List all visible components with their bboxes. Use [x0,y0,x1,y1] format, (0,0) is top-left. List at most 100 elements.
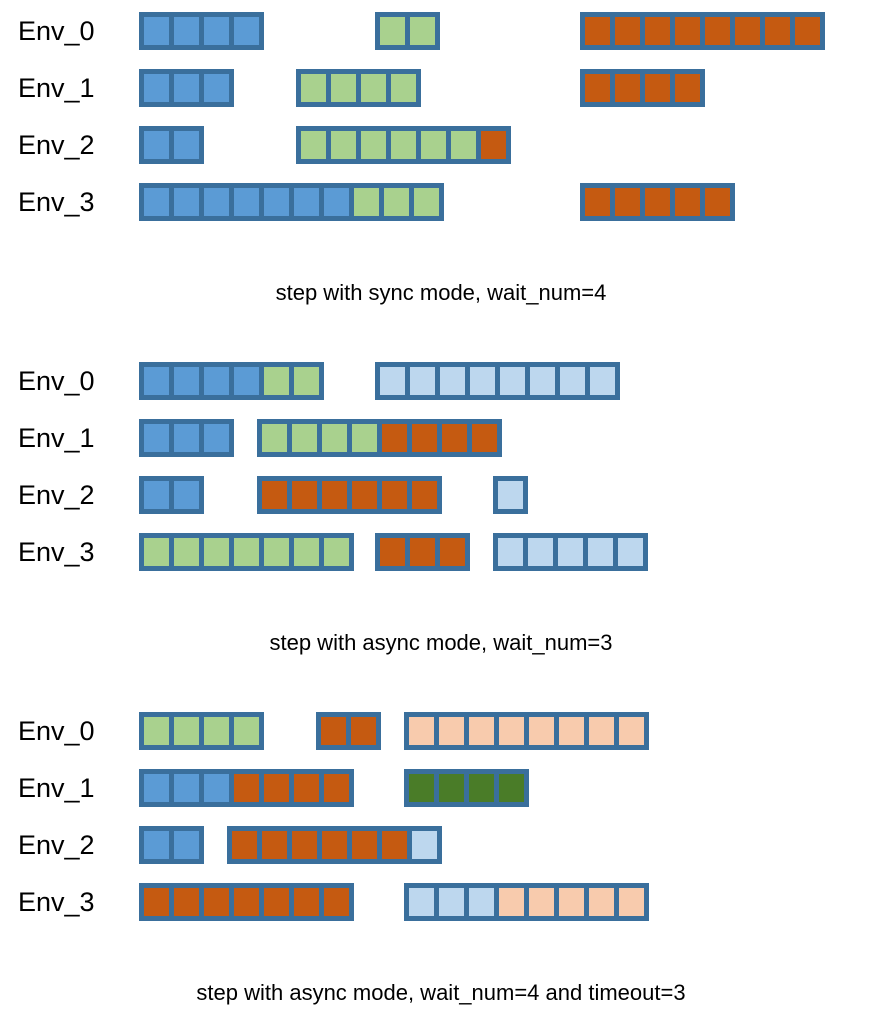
timeline-cell-peach [559,888,584,916]
timeline-cell-orange [440,538,465,566]
timeline-cell-green [262,424,287,452]
timeline-cell-orange [262,831,287,859]
timeline-cell-light-blue [440,367,465,395]
timeline-cell-green [301,74,326,102]
timeline-cell-orange [234,888,259,916]
timeline-cell-green [174,538,199,566]
timeline-block-group [296,126,511,164]
timeline-cell-blue [174,831,199,859]
timeline-cell-orange [380,538,405,566]
timeline-cell-light-blue [590,367,615,395]
timeline-cell-green [294,538,319,566]
timeline-cell-orange [442,424,467,452]
timeline-cell-green [234,538,259,566]
timeline-cell-blue [204,74,229,102]
timeline-cell-green [352,424,377,452]
timeline-cell-blue [204,17,229,45]
timeline-cell-green [410,17,435,45]
timeline-cell-light-blue [530,367,555,395]
timeline-cell-green [301,131,326,159]
env-row-label: Env_3 [18,187,95,217]
timeline-track [130,879,882,925]
timeline-cell-green [391,131,416,159]
timeline-cell-light-blue [558,538,583,566]
timeline-cell-light-blue [412,831,437,859]
timeline-cell-blue [204,188,229,216]
panel-caption: step with async mode, wait_num=3 [269,630,613,655]
env-row-label: Env_1 [18,423,95,453]
timeline-row: Env_2 [0,122,882,168]
timeline-cell-blue [174,17,199,45]
timeline-cell-peach [529,717,554,745]
timeline-cell-blue [234,367,259,395]
timeline-block-group [493,476,528,514]
timeline-cell-orange [585,74,610,102]
timeline-cell-orange [412,424,437,452]
timeline-cell-blue [144,774,169,802]
timeline-cell-orange [615,188,640,216]
timeline-block-group [375,362,620,400]
timeline-track [130,358,882,404]
timeline-cell-peach [619,717,644,745]
timeline-block-group [493,533,648,571]
timeline-cell-light-blue [380,367,405,395]
timeline-cell-orange [264,774,289,802]
timeline-block-group [296,69,421,107]
timeline-cell-blue [174,424,199,452]
timeline-cell-peach [589,888,614,916]
timeline-cell-orange [481,131,506,159]
timeline-cell-orange [645,188,670,216]
timeline-row: Env_1 [0,65,882,111]
timeline-track [130,822,882,868]
timeline-cell-orange [382,481,407,509]
timeline-cell-dark-green [469,774,494,802]
timeline-cell-orange [204,888,229,916]
timeline-block-group [139,476,204,514]
env-row-label: Env_2 [18,830,95,860]
timeline-cell-green [204,717,229,745]
timeline-row: Env_0 [0,8,882,54]
timeline-block-group [404,883,649,921]
timeline-cell-green [144,538,169,566]
timeline-cell-orange [322,481,347,509]
timeline-block-group [139,126,204,164]
timeline-block-group [580,69,705,107]
timeline-cell-green [331,74,356,102]
timeline-cell-light-blue [528,538,553,566]
timeline-cell-blue [144,17,169,45]
timeline-cell-orange [294,774,319,802]
timeline-cell-dark-green [499,774,524,802]
timeline-cell-blue [204,424,229,452]
timeline-cell-blue [174,131,199,159]
env-row-label: Env_3 [18,887,95,917]
timeline-cell-green [380,17,405,45]
timeline-block-group [580,12,825,50]
timeline-cell-light-blue [469,888,494,916]
timeline-cell-blue [294,188,319,216]
panel-caption: step with sync mode, wait_num=4 [275,280,607,305]
timeline-cell-green [322,424,347,452]
env-row-label: Env_0 [18,16,95,46]
timeline-block-group [139,12,264,50]
timeline-cell-green [264,538,289,566]
timeline-block-group [139,826,204,864]
timeline-cell-light-blue [470,367,495,395]
timeline-cell-blue [144,188,169,216]
timeline-cell-green [451,131,476,159]
timeline-block-group [139,183,444,221]
timeline-block-group [580,183,735,221]
env-row-label: Env_0 [18,366,95,396]
timeline-row: Env_2 [0,822,882,868]
env-row-label: Env_0 [18,716,95,746]
timeline-cell-light-blue [439,888,464,916]
timeline-cell-green [361,74,386,102]
timeline-track [130,529,882,575]
env-row-label: Env_1 [18,773,95,803]
timeline-block-group [139,362,324,400]
timeline-cell-peach [529,888,554,916]
timeline-cell-light-blue [588,538,613,566]
timeline-block-group [139,769,354,807]
timeline-block-group [375,12,440,50]
timeline-block-group [139,69,234,107]
timeline-cell-orange [234,774,259,802]
